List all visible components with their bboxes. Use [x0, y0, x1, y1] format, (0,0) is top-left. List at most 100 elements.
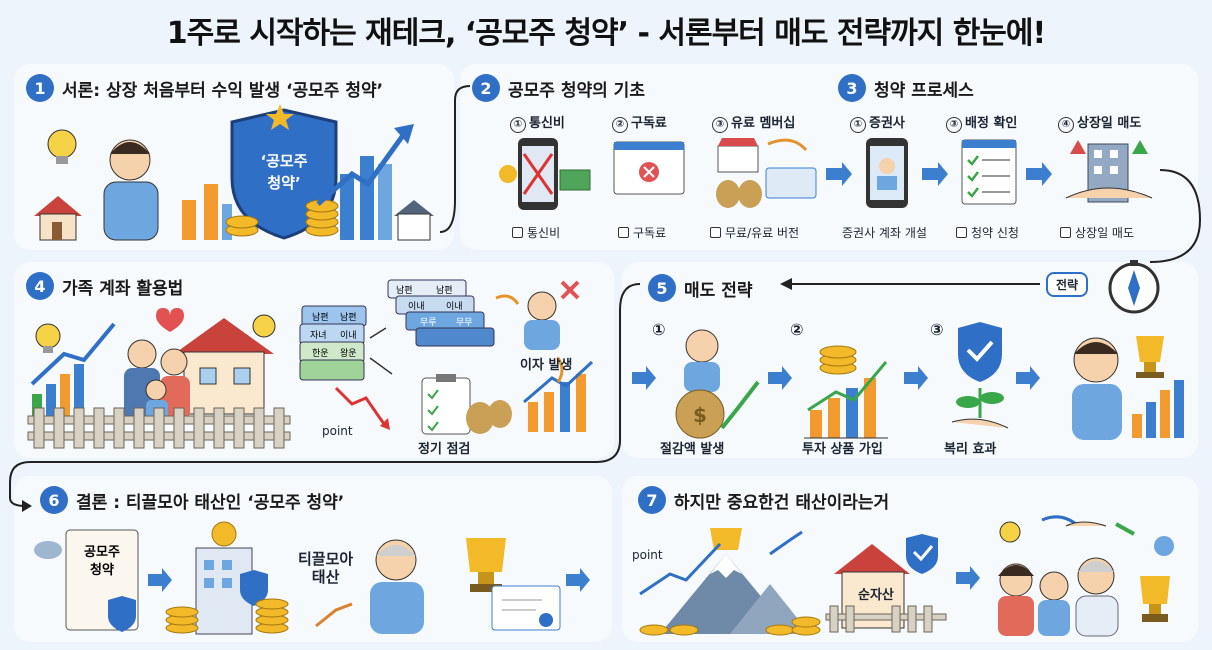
cash-icon — [499, 165, 591, 191]
arrow-right-icon — [632, 366, 1040, 390]
s3-check-2[interactable]: 청약 신청 — [956, 224, 1019, 241]
coins-icon — [225, 199, 339, 237]
card-label: 무루 — [420, 317, 437, 328]
money-saving-person-icon: $ — [675, 329, 760, 439]
happy-person-trophy-icon — [1072, 336, 1184, 440]
compass-icon — [1108, 260, 1160, 314]
s4-check-label: 정기 점검 — [418, 442, 471, 457]
section-1-illustration: ‘공모주 청약’ — [34, 104, 434, 241]
house-icon — [174, 318, 274, 415]
section-4-title: 가족 계좌 활용법 — [62, 278, 184, 299]
s3-check-3[interactable]: 상장일 매도 — [1060, 224, 1134, 241]
card-label: 무무 — [456, 317, 473, 328]
s5-step-1-num: ① — [652, 320, 666, 339]
family-house-illustration — [27, 308, 291, 449]
section-2-heading: 2 공모주 청약의 기초 — [472, 74, 645, 102]
phone-icon — [518, 138, 558, 210]
section-7-heading: 7 하지만 중요한건 태산이라는거 — [638, 486, 889, 514]
card-label: 왕운 — [340, 348, 357, 359]
bank-card-icon — [299, 305, 367, 381]
down-trend-arrow-icon — [334, 386, 390, 430]
section-3-number: 3 — [838, 74, 866, 102]
s5-step-2-num: ② — [790, 320, 804, 339]
card-label: 남편 — [436, 284, 453, 296]
clipboard-icon — [421, 374, 471, 435]
heart-icon — [156, 308, 184, 332]
section-7-number: 7 — [638, 486, 666, 514]
s7-point-label: point — [632, 548, 663, 562]
house-shield-icon — [825, 534, 947, 633]
mountain-coins-icon — [639, 528, 821, 636]
store-icon — [716, 138, 762, 208]
money-bag-icon — [466, 400, 512, 434]
bank-card-stack-icon — [387, 279, 495, 347]
star-icon — [266, 104, 294, 130]
s5-step-3-num: ③ — [930, 320, 944, 339]
doc-label-line2: 청약 — [90, 562, 114, 578]
phone-account-icon — [866, 138, 908, 208]
browser-icon — [613, 141, 685, 195]
section-6-heading: 6 결론 : 티끌모아 태산인 ‘공모주 청약’ — [40, 486, 344, 514]
arrow-right-icon — [826, 162, 1052, 186]
building-handshake-icon — [1065, 140, 1153, 203]
section-4-number: 4 — [26, 272, 54, 300]
section-6-illustration: 공모주 청약 — [34, 521, 590, 635]
section-1-heading: 1 서론: 상장 처음부터 수익 발생 ‘공모주 청약’ — [26, 74, 383, 102]
lightbulb-icon-2 — [252, 314, 276, 338]
trend-arrow-icon — [316, 124, 414, 206]
section-5-number: 5 — [648, 274, 676, 302]
document-icon — [65, 529, 139, 632]
grandparent-icon — [315, 539, 424, 634]
lightbulb-icon — [35, 323, 61, 353]
s3-check-1[interactable]: 증권사 계좌 개설 — [842, 226, 927, 240]
s2-check-2[interactable]: 구독료 — [618, 224, 666, 241]
s5-step-1-label: 절감액 발생 — [660, 442, 725, 457]
s2-check-1[interactable]: 통신비 — [512, 224, 560, 241]
section-7-title: 하지만 중요한건 태산이라는거 — [674, 492, 890, 513]
card-label: 남편 — [340, 311, 357, 323]
arrow-right-icon — [148, 568, 590, 592]
checklist-icon — [961, 139, 1017, 205]
house-icon — [34, 196, 82, 241]
trophy-icon — [1140, 536, 1174, 622]
trophy-certificate-icon — [466, 538, 561, 631]
s2-check-3[interactable]: 무료/유료 버전 — [710, 224, 799, 241]
section-5-illustration: $ — [632, 322, 1184, 440]
s4-interest-label: 이자 발생 — [520, 358, 573, 373]
section-4-heading: 4 가족 계좌 활용법 — [26, 272, 183, 300]
family-handshake-icon — [998, 515, 1135, 637]
person-icon — [103, 139, 159, 241]
section-5-heading: 5 매도 전략 — [648, 274, 752, 302]
house-icon-2 — [394, 200, 434, 241]
card-label: 한운 — [312, 348, 329, 359]
section-5-title: 매도 전략 — [684, 280, 753, 301]
card-label: 이내 — [446, 301, 463, 312]
cloud-icon — [34, 541, 62, 559]
fence-icon — [27, 407, 291, 449]
arrow-right-icon — [956, 566, 980, 590]
card-label: 남편 — [396, 284, 413, 296]
coin-growth-chart-icon — [804, 345, 888, 439]
account-cards-illustration: 남편 남편 자녀 이내 한운 왕운 남편 남편 이내 이내 무루 무무 — [299, 279, 594, 435]
section-1-title: 서론: 상장 처음부터 수익 발생 ‘공모주 청약’ — [62, 80, 384, 101]
card-label: 이내 — [408, 301, 425, 312]
shield-label-line2: 청약’ — [267, 174, 300, 192]
section-6-title: 결론 : 티끌모아 태산인 ‘공모주 청약’ — [76, 492, 345, 513]
section-3-illustration — [826, 138, 1153, 208]
page-title: 1주로 시작하는 재테크, ‘공모주 청약’ - 서론부터 매도 전략까지 한눈… — [166, 16, 1046, 51]
card-label: 자녀 — [310, 330, 327, 341]
worried-person-icon — [524, 280, 580, 350]
s4-point-label: point — [322, 424, 353, 438]
building-coins-icon — [165, 521, 289, 635]
section-1-number: 1 — [26, 74, 54, 102]
s5-step-2-label: 투자 상품 가입 — [802, 442, 883, 457]
s7-house-label: 순자산 — [858, 588, 894, 603]
doc-label-line1: 공모주 — [84, 545, 120, 560]
